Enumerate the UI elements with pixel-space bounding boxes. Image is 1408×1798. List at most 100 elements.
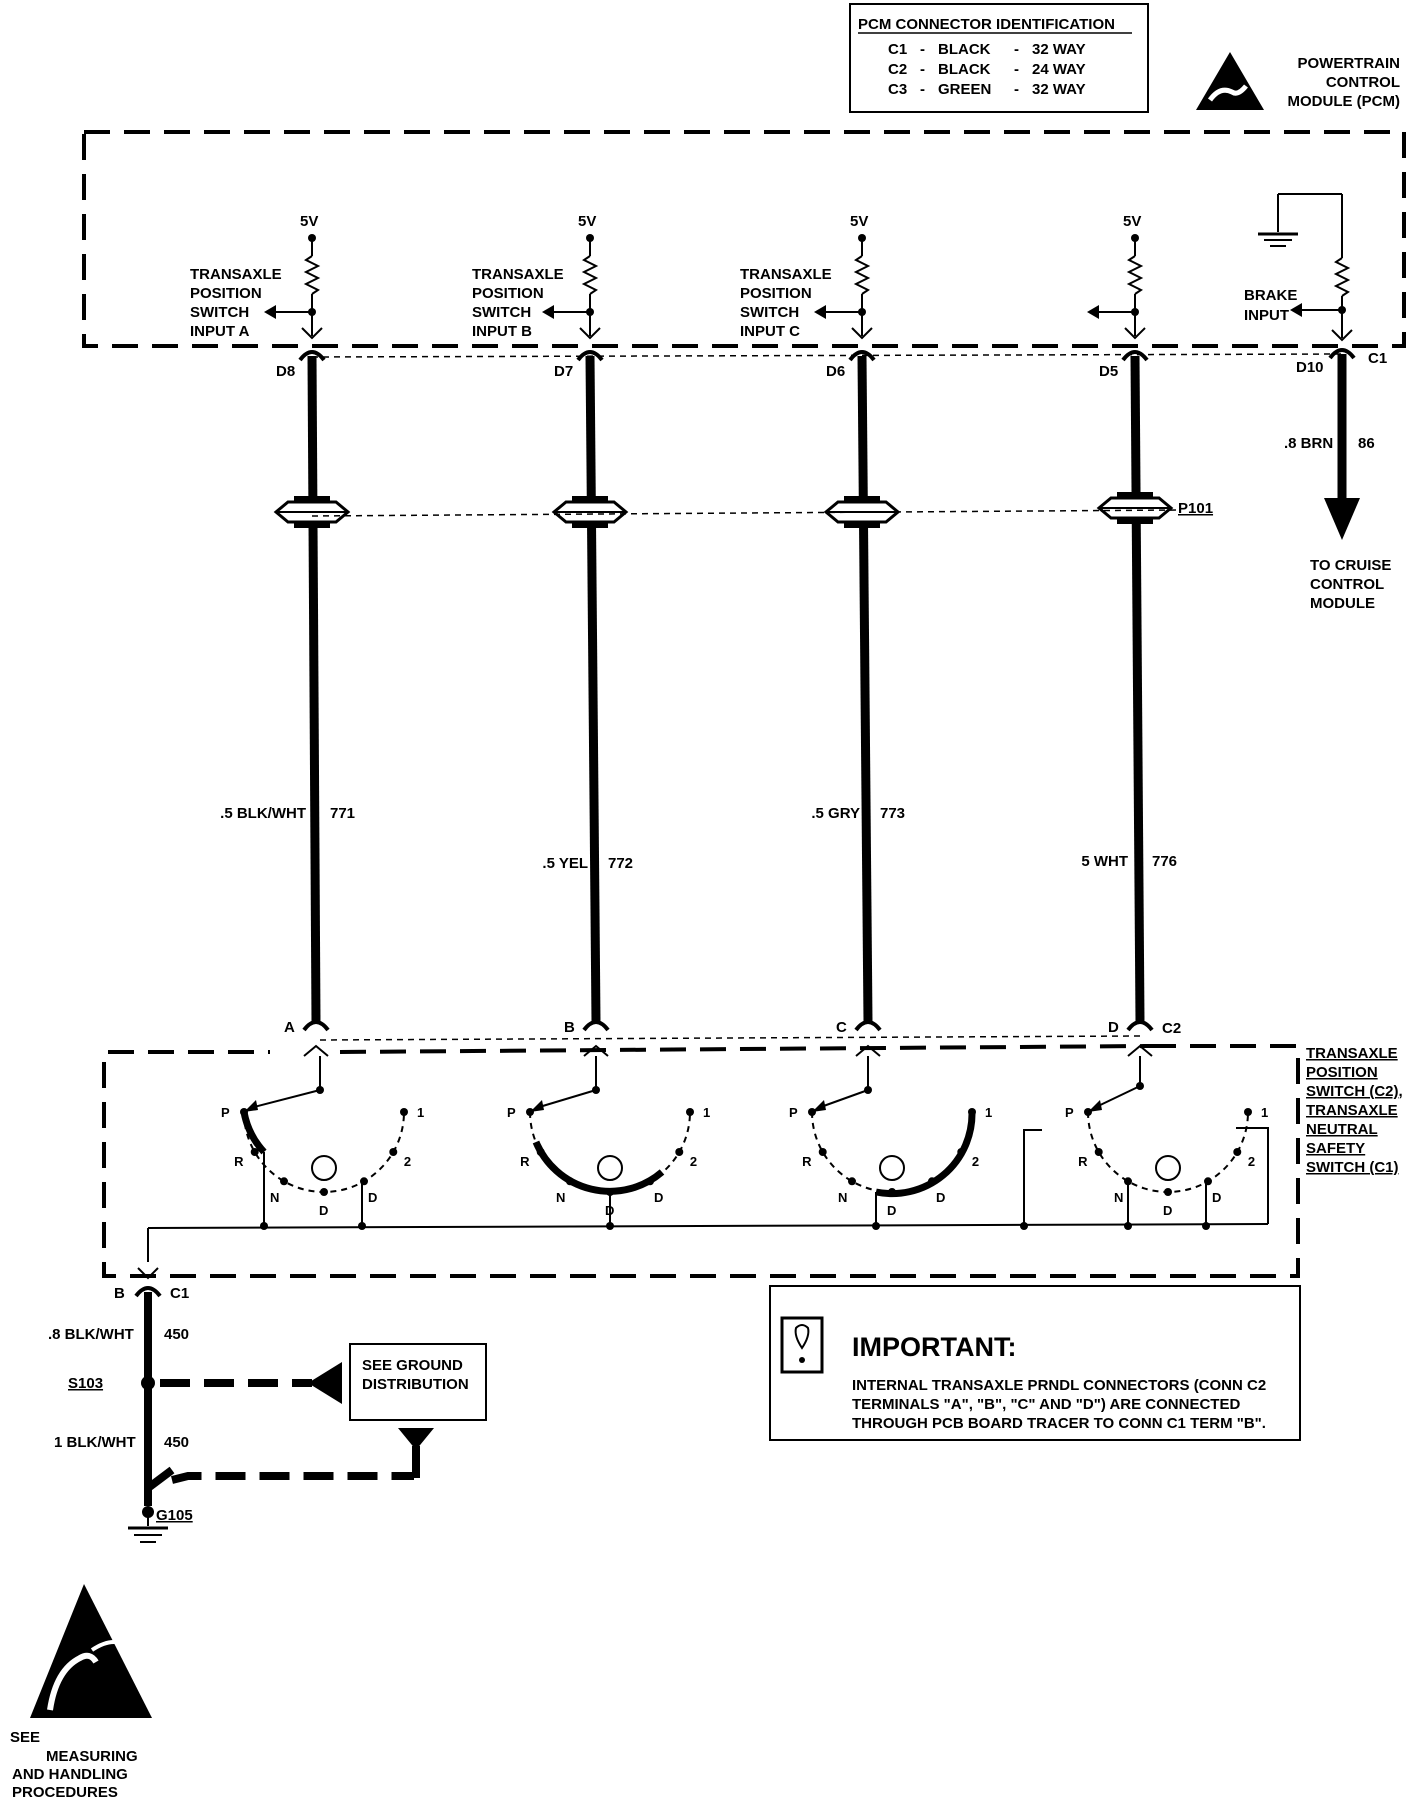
svg-text:C1: C1 (1368, 350, 1387, 367)
svg-text:1: 1 (985, 1105, 992, 1120)
svg-text:5 WHT: 5 WHT (1081, 853, 1128, 870)
svg-text:N: N (838, 1190, 847, 1205)
switch-label: TRANSAXLE POSITION SWITCH (C2), TRANSAXL… (1306, 1045, 1403, 1176)
svg-text:5V: 5V (1123, 213, 1141, 230)
important-icon (780, 1316, 824, 1374)
svg-text:N: N (270, 1190, 279, 1205)
pcm-label-1: POWERTRAIN (1298, 55, 1401, 72)
svg-text:THROUGH PCB BOARD TRACER TO CO: THROUGH PCB BOARD TRACER TO CONN C1 TERM… (852, 1415, 1266, 1432)
pcm-label-3: MODULE (PCM) (1288, 93, 1401, 110)
svg-text:D: D (368, 1190, 377, 1205)
svg-text:450: 450 (164, 1326, 189, 1343)
svg-text:5V: 5V (300, 213, 318, 230)
svg-text:POSITION: POSITION (1306, 1064, 1378, 1081)
svg-text:2: 2 (404, 1154, 411, 1169)
esd-warning-icon (1196, 52, 1264, 110)
svg-text:.5 BLK/WHT: .5 BLK/WHT (220, 805, 306, 822)
svg-text:SWITCH: SWITCH (740, 304, 799, 321)
svg-text:5V: 5V (850, 213, 868, 230)
svg-text:TRANSAXLE: TRANSAXLE (472, 266, 564, 283)
svg-text:BLACK: BLACK (938, 61, 991, 78)
svg-text:773: 773 (880, 805, 905, 822)
svg-text:776: 776 (1152, 853, 1177, 870)
svg-text:C3: C3 (888, 81, 907, 98)
svg-text:TO CRUISE: TO CRUISE (1310, 557, 1391, 574)
svg-text:SWITCH: SWITCH (190, 304, 249, 321)
svg-text:R: R (802, 1154, 812, 1169)
svg-text:IMPORTANT:: IMPORTANT: (852, 1332, 1016, 1362)
svg-text:TRANSAXLE: TRANSAXLE (1306, 1102, 1398, 1119)
svg-text:INPUT: INPUT (1244, 307, 1289, 324)
svg-text:2: 2 (972, 1154, 979, 1169)
svg-text:GREEN: GREEN (938, 81, 991, 98)
ground-circuit: B C1 .8 BLK/WHT 450 S103 1 BLK/WHT 450 G… (48, 1267, 487, 1543)
svg-text:MEASURING: MEASURING (46, 1748, 138, 1765)
esd-warning-icon-bottom (30, 1584, 152, 1718)
svg-text:D: D (654, 1190, 663, 1205)
important-note: IMPORTANT: INTERNAL TRANSAXLE PRNDL CONN… (769, 1285, 1301, 1441)
brake-circuit: BRAKE INPUT D10 C1 .8 BRN 86 TO CRUISE C… (1244, 193, 1391, 612)
svg-text:B: B (564, 1019, 575, 1036)
svg-text:B: B (114, 1285, 125, 1302)
svg-text:D7: D7 (554, 363, 573, 380)
svg-text:PROCEDURES: PROCEDURES (12, 1784, 118, 1798)
svg-text:1: 1 (703, 1105, 710, 1120)
svg-text:SWITCH (C2),: SWITCH (C2), (1306, 1083, 1403, 1100)
svg-text:BLACK: BLACK (938, 41, 991, 58)
svg-text:C1: C1 (170, 1285, 189, 1302)
svg-text:CONTROL: CONTROL (1310, 576, 1384, 593)
svg-text:AND HANDLING: AND HANDLING (12, 1766, 128, 1783)
svg-text:-: - (1014, 61, 1019, 78)
svg-text:TRANSAXLE: TRANSAXLE (740, 266, 832, 283)
switch-boundary (102, 1044, 1300, 1278)
svg-text:MODULE: MODULE (1310, 595, 1375, 612)
svg-text:A: A (284, 1019, 295, 1036)
svg-text:772: 772 (608, 855, 633, 872)
svg-text:INPUT B: INPUT B (472, 323, 532, 340)
svg-text:-: - (920, 81, 925, 98)
svg-text:NEUTRAL: NEUTRAL (1306, 1121, 1378, 1138)
svg-text:D: D (887, 1203, 896, 1218)
svg-text:BRAKE: BRAKE (1244, 287, 1297, 304)
svg-text:POSITION: POSITION (472, 285, 544, 302)
svg-text:1: 1 (1261, 1105, 1268, 1120)
svg-text:-: - (1014, 81, 1019, 98)
switch-mechanisms: PRNDD21PRNDD21PRNDD21PRNDD21 (221, 1056, 1269, 1230)
svg-text:D: D (1163, 1203, 1172, 1218)
svg-text:.5 YEL: .5 YEL (542, 855, 588, 872)
svg-text:771: 771 (330, 805, 355, 822)
svg-text:INTERNAL TRANSAXLE PRNDL CONNE: INTERNAL TRANSAXLE PRNDL CONNECTORS (CON… (852, 1377, 1266, 1394)
svg-text:SEE: SEE (10, 1729, 40, 1746)
svg-text:S103: S103 (68, 1375, 103, 1392)
svg-text:1: 1 (417, 1105, 424, 1120)
svg-text:D6: D6 (826, 363, 845, 380)
pcm-boundary (82, 130, 1406, 348)
svg-text:POSITION: POSITION (190, 285, 262, 302)
svg-text:C1: C1 (888, 41, 907, 58)
pcm-connector-id-title: PCM CONNECTOR IDENTIFICATION (858, 16, 1115, 33)
svg-text:R: R (1078, 1154, 1088, 1169)
svg-text:-: - (920, 41, 925, 58)
svg-text:INPUT C: INPUT C (740, 323, 800, 340)
svg-text:C: C (836, 1019, 847, 1036)
svg-text:INPUT A: INPUT A (190, 323, 250, 340)
svg-text:C2: C2 (888, 61, 907, 78)
svg-text:.5 GRY: .5 GRY (811, 805, 860, 822)
svg-text:TERMINALS "A", "B", "C" AND "D: TERMINALS "A", "B", "C" AND "D") ARE CON… (852, 1396, 1240, 1413)
neutral-safety-wiring (1020, 1127, 1269, 1230)
svg-text:24 WAY: 24 WAY (1032, 61, 1086, 78)
svg-text:P: P (507, 1105, 516, 1120)
svg-text:SAFETY: SAFETY (1306, 1140, 1365, 1157)
switch-connector-label: C2 (1162, 1020, 1181, 1037)
svg-text:N: N (1114, 1190, 1123, 1205)
svg-text:TRANSAXLE: TRANSAXLE (1306, 1045, 1398, 1062)
svg-text:G105: G105 (156, 1507, 193, 1524)
